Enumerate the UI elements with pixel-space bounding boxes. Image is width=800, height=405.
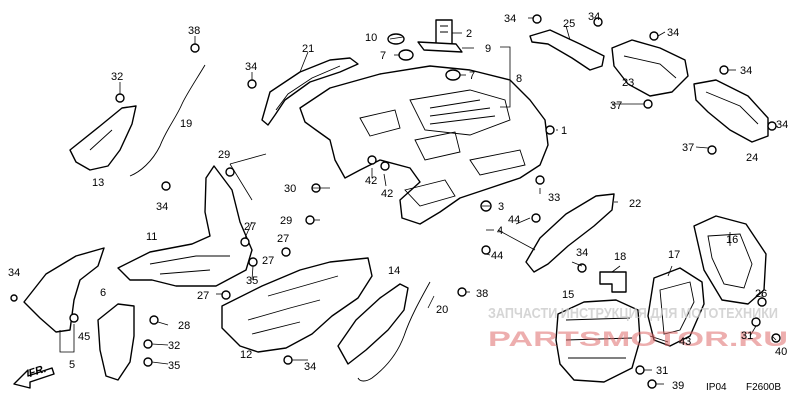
callout-34: 34 [156,201,168,213]
callout-42: 42 [381,188,393,200]
part-grommet-7a [398,49,414,61]
callout-42: 42 [365,175,377,187]
callout-24: 24 [746,152,758,164]
callout-7: 7 [380,50,386,62]
callout-27: 27 [277,233,289,245]
callout-34: 34 [740,65,752,77]
drawing-code: IP04 [706,382,727,393]
callout-43: 43 [679,336,691,348]
watermark-line2: PARTSMOTOR.RU [488,328,788,351]
callout-27: 27 [262,255,274,267]
part-rear-fender [299,65,549,225]
callout-30: 30 [284,183,296,195]
callout-31: 31 [741,330,753,342]
part-gasket-16 [693,215,767,305]
callout-34: 34 [8,267,20,279]
part-cable-20 [357,281,431,382]
callout-8: 8 [516,73,522,85]
callout-40: 40 [775,346,787,358]
part-side-cover-23 [611,39,689,97]
callout-2: 2 [466,28,472,40]
callout-5: 5 [69,359,75,371]
part-under-panel-11 [117,165,253,287]
callout-28: 28 [178,320,190,332]
callout-18: 18 [614,251,626,263]
callout-14: 14 [388,265,400,277]
part-cover-14 [337,283,409,365]
drawing-codes: IP04 F2600B [706,382,781,393]
callout-19: 19 [180,118,192,130]
watermark: ЗАПЧАСТИ ИНСТРУКЦИЯ ДЛЯ МОТОТЕХНИКИ PART… [488,305,788,351]
part-cable-19 [129,64,206,177]
callout-34: 34 [776,119,788,131]
part-cover-6 [97,303,135,381]
callout-6: 6 [100,287,106,299]
callout-4: 4 [497,225,503,237]
callout-1: 1 [561,125,567,137]
callout-34: 34 [576,247,588,259]
callout-37: 37 [682,142,694,154]
part-bracket-18 [599,271,627,293]
leader-lines [59,17,777,385]
callout-34: 34 [304,361,316,373]
callout-31: 31 [656,365,668,377]
callout-27: 27 [197,290,209,302]
part-cover-13 [69,105,137,171]
callout-38: 38 [476,288,488,300]
callout-22: 22 [629,198,641,210]
part-clip-2 [435,19,453,47]
callout-32: 32 [111,71,123,83]
callout-37: 37 [610,100,622,112]
callout-27: 27 [244,221,256,233]
callout-23: 23 [622,77,634,89]
callout-45: 45 [78,331,90,343]
callout-38: 38 [188,25,200,37]
front-direction-arrow: FR. [13,363,55,389]
callout-44: 44 [508,214,520,226]
callout-numbers: 38 32 19 13 34 21 10 2 7 9 7 8 34 25 34 … [8,11,788,392]
callout-34: 34 [588,11,600,23]
callout-33: 33 [548,192,560,204]
part-grommet-10 [387,33,405,45]
callout-34: 34 [667,27,679,39]
callout-3: 3 [498,201,504,213]
part-storage-box-15 [555,299,641,383]
callout-25: 25 [563,18,575,30]
part-pad-9 [417,41,463,53]
callout-20: 20 [436,304,448,316]
callout-16: 16 [726,234,738,246]
callout-10: 10 [365,32,377,44]
part-guard-22 [525,193,615,273]
callout-35: 35 [168,360,180,372]
figure-code: F2600B [746,382,781,393]
part-lid-17 [647,267,705,347]
front-arrow-label: FR. [27,363,48,380]
part-side-rail [261,57,359,126]
callout-32: 32 [168,340,180,352]
part-under-panel-12 [221,257,373,353]
callout-29: 29 [280,215,292,227]
part-bracket-25 [529,29,605,71]
part-cover-5 [23,247,105,333]
callout-17: 17 [668,249,680,261]
callout-34: 34 [245,61,257,73]
callout-13: 13 [92,177,104,189]
callout-29: 29 [218,149,230,161]
callout-44: 44 [491,250,503,262]
callout-9: 9 [485,43,491,55]
watermark-line1: ЗАПЧАСТИ ИНСТРУКЦИЯ ДЛЯ МОТОТЕХНИКИ [488,305,778,322]
callout-26: 26 [755,288,767,300]
callout-21: 21 [302,43,314,55]
callout-35: 35 [246,275,258,287]
callout-7: 7 [469,70,475,82]
callout-12: 12 [240,349,252,361]
callout-15: 15 [562,289,574,301]
callout-34: 34 [504,13,516,25]
part-grommet-7b [445,69,461,81]
part-side-cover-24 [693,79,769,143]
callout-11: 11 [146,231,157,243]
callout-39: 39 [672,380,684,392]
